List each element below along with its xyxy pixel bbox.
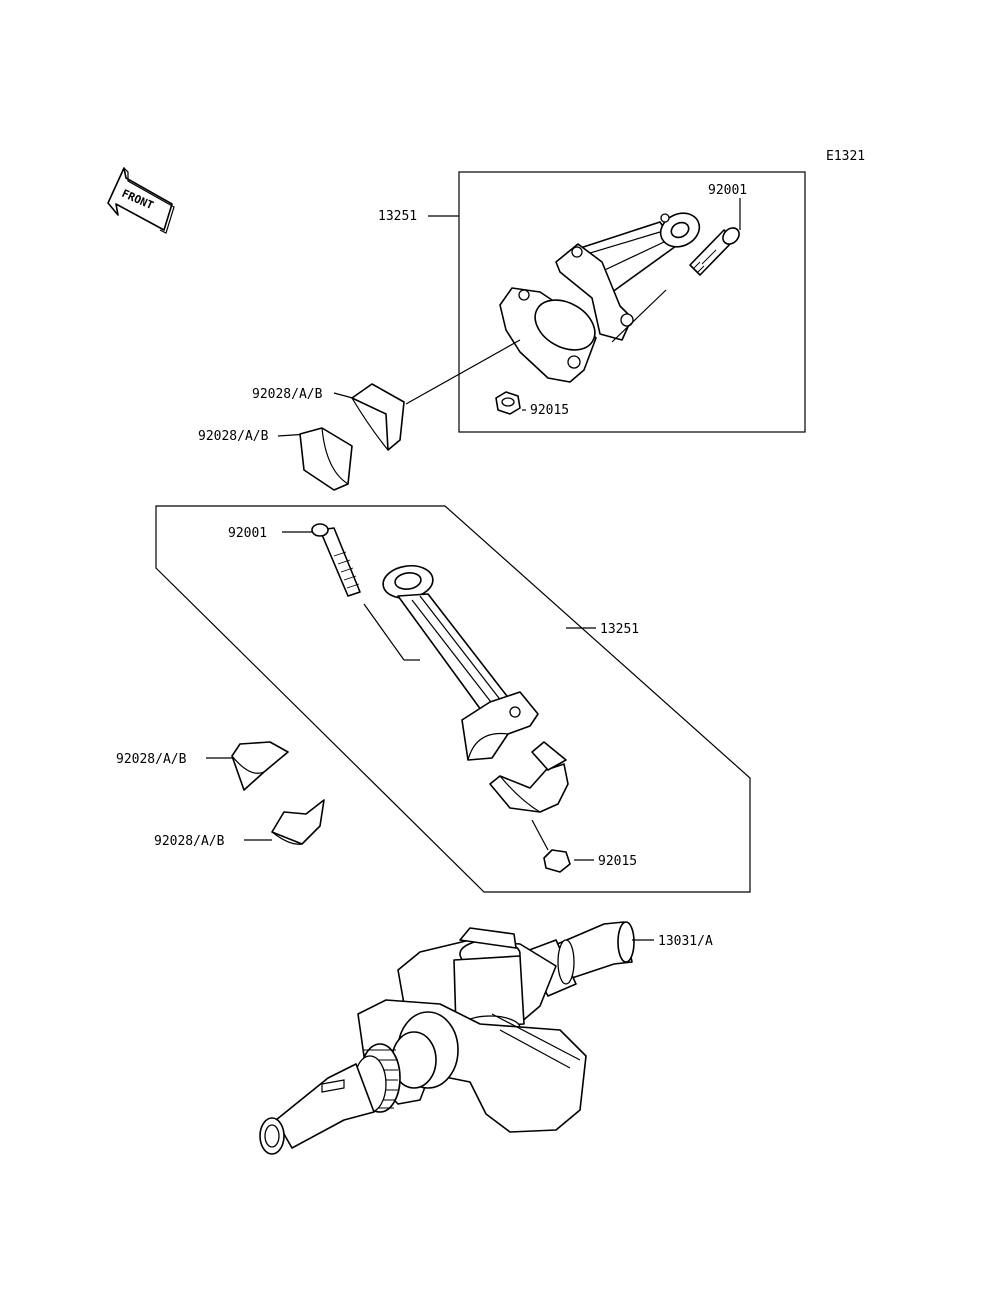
upper-rod-kit-frame: [458, 171, 806, 433]
label-nut-lower: 92015: [598, 854, 637, 869]
front-direction-icon: FRONT: [107, 167, 175, 234]
label-bolt-upper: 92001: [708, 183, 747, 198]
label-bearing-lower-1: 92028/A/B: [116, 752, 187, 767]
lower-rod-kit-frame: [155, 505, 751, 893]
upper-bearing-shell-2: [299, 427, 353, 491]
lower-bearing-shell-2: [271, 799, 325, 845]
crankshaft: [259, 921, 635, 1155]
label-bearing-lower-2: 92028/A/B: [154, 834, 225, 849]
diagram-code: E1321: [826, 149, 865, 164]
label-rod-lower: 13251: [600, 622, 639, 637]
label-crankshaft: 13031/A: [658, 934, 713, 949]
label-bearing-upper-2: 92028/A/B: [198, 429, 269, 444]
lower-connecting-rod: [311, 523, 571, 873]
upper-bearing-shell-1: [351, 383, 405, 451]
upper-connecting-rod: [495, 212, 740, 415]
label-nut-upper: 92015: [530, 403, 569, 418]
label-bearing-upper-1: 92028/A/B: [252, 387, 323, 402]
label-bolt-lower: 92001: [228, 526, 267, 541]
label-rod-upper: 13251: [378, 209, 417, 224]
lower-bearing-shell-1: [231, 741, 289, 791]
